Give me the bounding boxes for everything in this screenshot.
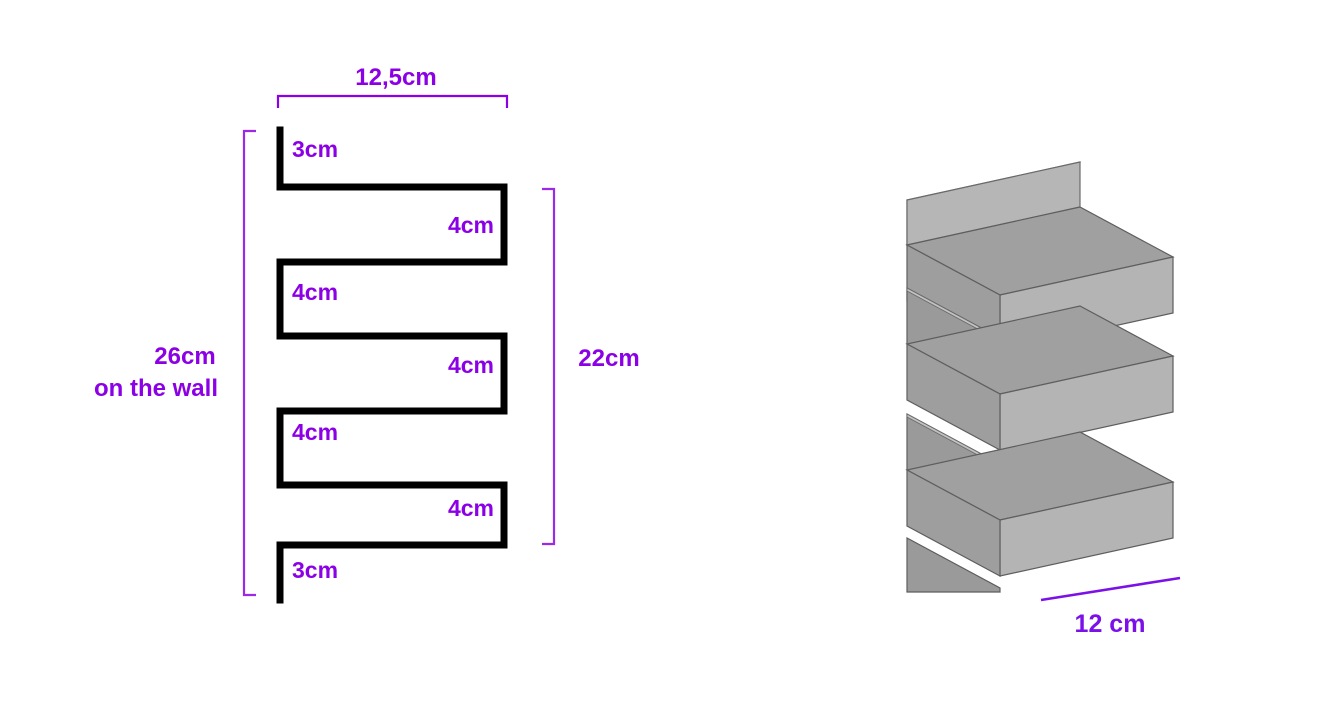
segment-label-0: 3cm	[292, 136, 338, 162]
segment-label-6: 3cm	[292, 557, 338, 583]
shelf-unit-3	[905, 431, 1175, 578]
inner-height-label: 22cm	[578, 345, 639, 372]
bottom-fin-web-face	[906, 536, 1001, 593]
total-height-dimension-bracket	[242, 129, 256, 597]
width-dimension-bracket	[276, 94, 509, 108]
shelf-bottom-fin	[906, 536, 1001, 593]
total-height-note: on the wall	[94, 375, 218, 402]
unit3-left-web	[906, 468, 1001, 578]
segment-label-4: 4cm	[292, 419, 338, 445]
inner-height-dimension-bracket	[542, 187, 556, 546]
profile-view-group: 12,5cm 26cm on the wall 22cm 3cm 4cm 4cm…	[94, 64, 640, 604]
total-height-label: 26cm	[154, 343, 215, 370]
perspective-view-group: 12 cm	[905, 161, 1181, 638]
width-label: 12,5cm	[355, 64, 436, 91]
width-bracket-line	[276, 94, 509, 108]
inner-height-bracket-line	[542, 187, 556, 546]
total-height-bracket-line	[242, 129, 256, 597]
segment-label-2: 4cm	[292, 279, 338, 305]
zigzag-profile-path	[276, 126, 508, 604]
segment-label-3: 4cm	[448, 352, 494, 378]
segment-label-5: 4cm	[448, 495, 494, 521]
segment-label-1: 4cm	[448, 212, 494, 238]
depth-dimension-line	[1040, 576, 1181, 602]
depth-label: 12 cm	[1075, 610, 1146, 638]
shelf-unit-2	[905, 305, 1175, 452]
